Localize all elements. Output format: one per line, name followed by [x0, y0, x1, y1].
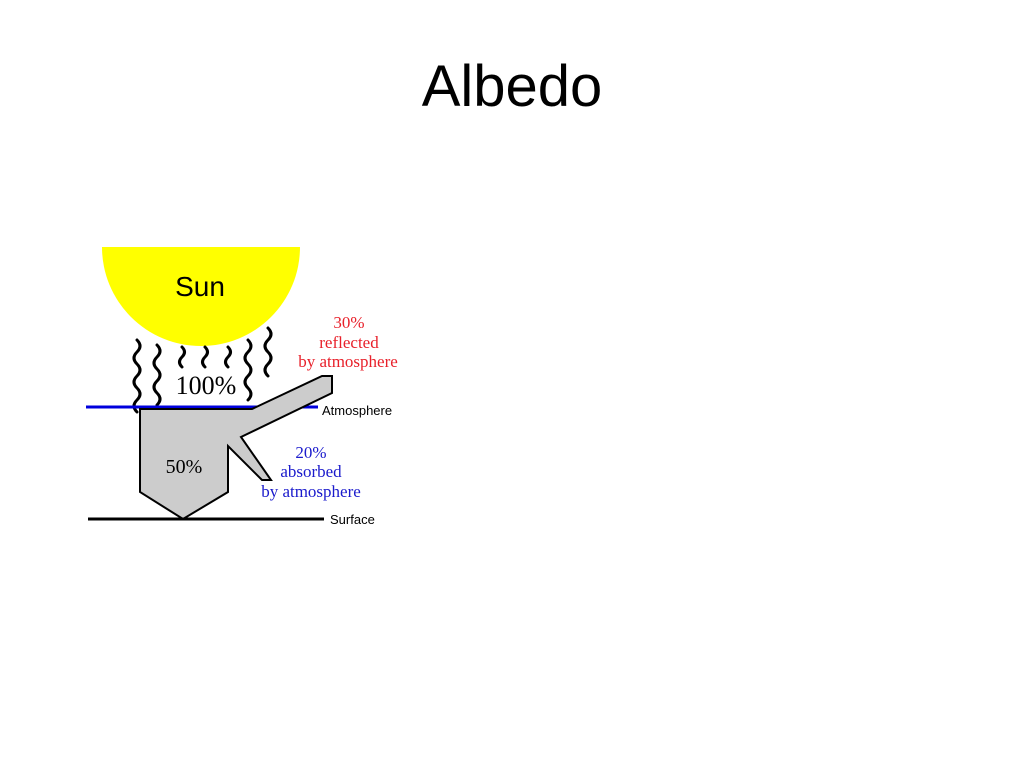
atmosphere-label: Atmosphere	[322, 403, 392, 418]
sun-shape	[102, 247, 300, 346]
wave-line	[178, 345, 186, 369]
reflected-percent: 30%	[333, 313, 364, 332]
wave-line	[152, 343, 162, 407]
slide-title: Albedo	[421, 54, 603, 119]
incoming-percent-label: 100%	[176, 371, 237, 400]
reflected-by-atmosphere: by atmosphere	[298, 352, 398, 371]
wave-line	[132, 338, 142, 414]
surface-label: Surface	[330, 512, 375, 527]
wave-line	[201, 345, 209, 369]
reflected-label-group: 30% reflected by atmosphere	[298, 313, 398, 371]
surface-absorbed-percent-label: 50%	[166, 456, 203, 478]
absorbed-text: absorbed	[280, 462, 342, 481]
wave-line	[263, 326, 273, 378]
incoming-radiation-waves	[132, 326, 273, 414]
sun-label: Sun	[175, 271, 225, 302]
wave-line	[243, 338, 253, 402]
absorbed-label-group: 20% absorbed by atmosphere	[261, 443, 361, 501]
wave-line	[224, 345, 232, 369]
absorbed-by-atmosphere: by atmosphere	[261, 482, 361, 501]
absorbed-percent: 20%	[295, 443, 326, 462]
reflected-text: reflected	[319, 333, 379, 352]
